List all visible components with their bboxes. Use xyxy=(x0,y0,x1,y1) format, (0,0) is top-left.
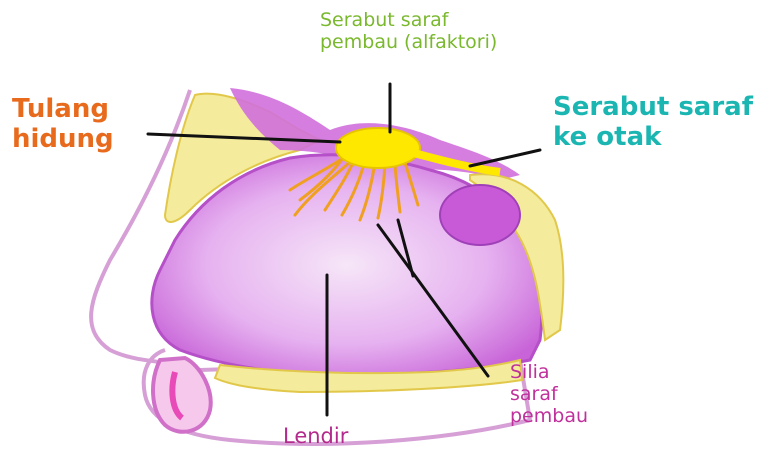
label-line: Lendir xyxy=(283,424,348,448)
label-line: Tulang xyxy=(12,95,114,125)
label-line: saraf xyxy=(510,384,588,406)
label-line: Serabut saraf xyxy=(553,93,753,123)
label-silia-saraf-pembau: Silia saraf pembau xyxy=(510,362,588,428)
label-line: ke otak xyxy=(553,123,753,153)
olfactory-bulb xyxy=(336,128,420,168)
label-line: pembau xyxy=(510,406,588,428)
label-serabut-saraf-pembau: Serabut saraf pembau (alfaktori) xyxy=(320,10,497,54)
label-line: Serabut saraf xyxy=(320,10,497,32)
label-lendir: Lendir xyxy=(283,424,348,448)
label-tulang-hidung: Tulang hidung xyxy=(12,95,114,155)
label-line: Silia xyxy=(510,362,588,384)
label-serabut-saraf-ke-otak: Serabut saraf ke otak xyxy=(553,93,753,153)
sinus-pocket xyxy=(440,185,520,245)
label-line: hidung xyxy=(12,125,114,155)
label-line: pembau (alfaktori) xyxy=(320,32,497,54)
